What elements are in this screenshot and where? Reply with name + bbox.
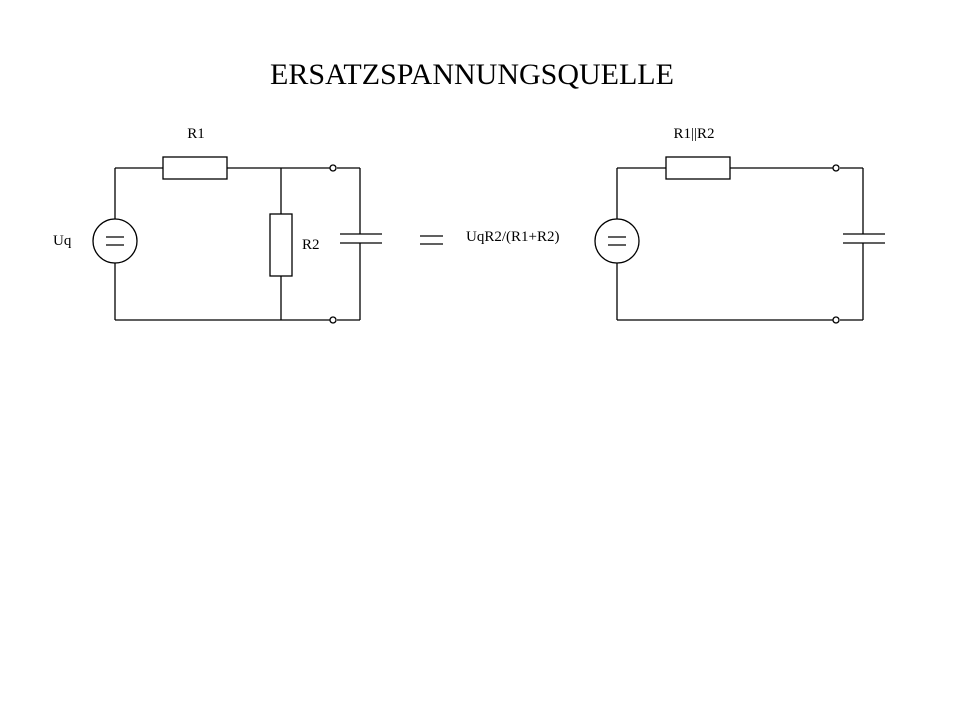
original-circuit-wires — [114, 167, 361, 321]
equals-symbol — [420, 235, 443, 245]
equivalent-circuit: R1||R2 UqR2/(R1+R2) — [466, 126, 885, 324]
equivalent-voltage-source-icon — [594, 218, 640, 264]
output-terminal-top — [329, 164, 337, 172]
resistor-r1-symbol — [162, 156, 228, 180]
resistor-r2-label: R2 — [302, 237, 320, 253]
resistor-r1-parallel-r2-symbol — [665, 156, 731, 180]
resistor-r1-parallel-r2-label: R1||R2 — [673, 126, 714, 142]
original-circuit: R1 R2 Uq — [53, 126, 382, 324]
capacitor-icon — [340, 233, 382, 244]
resistor-r1-label: R1 — [187, 126, 205, 142]
output-terminal-bottom — [329, 316, 337, 324]
source-uq-label: Uq — [53, 233, 72, 249]
resistor-r2-symbol — [269, 213, 293, 277]
equivalent-source-label: UqR2/(R1+R2) — [466, 229, 559, 245]
voltage-source-icon — [92, 218, 138, 264]
equivalent-output-terminal-top — [832, 164, 840, 172]
diagram-title: ERSATZSPANNUNGSQUELLE — [270, 58, 674, 91]
equivalent-capacitor-icon — [843, 233, 885, 244]
equivalent-circuit-wires — [616, 167, 864, 321]
equivalent-output-terminal-bottom — [832, 316, 840, 324]
